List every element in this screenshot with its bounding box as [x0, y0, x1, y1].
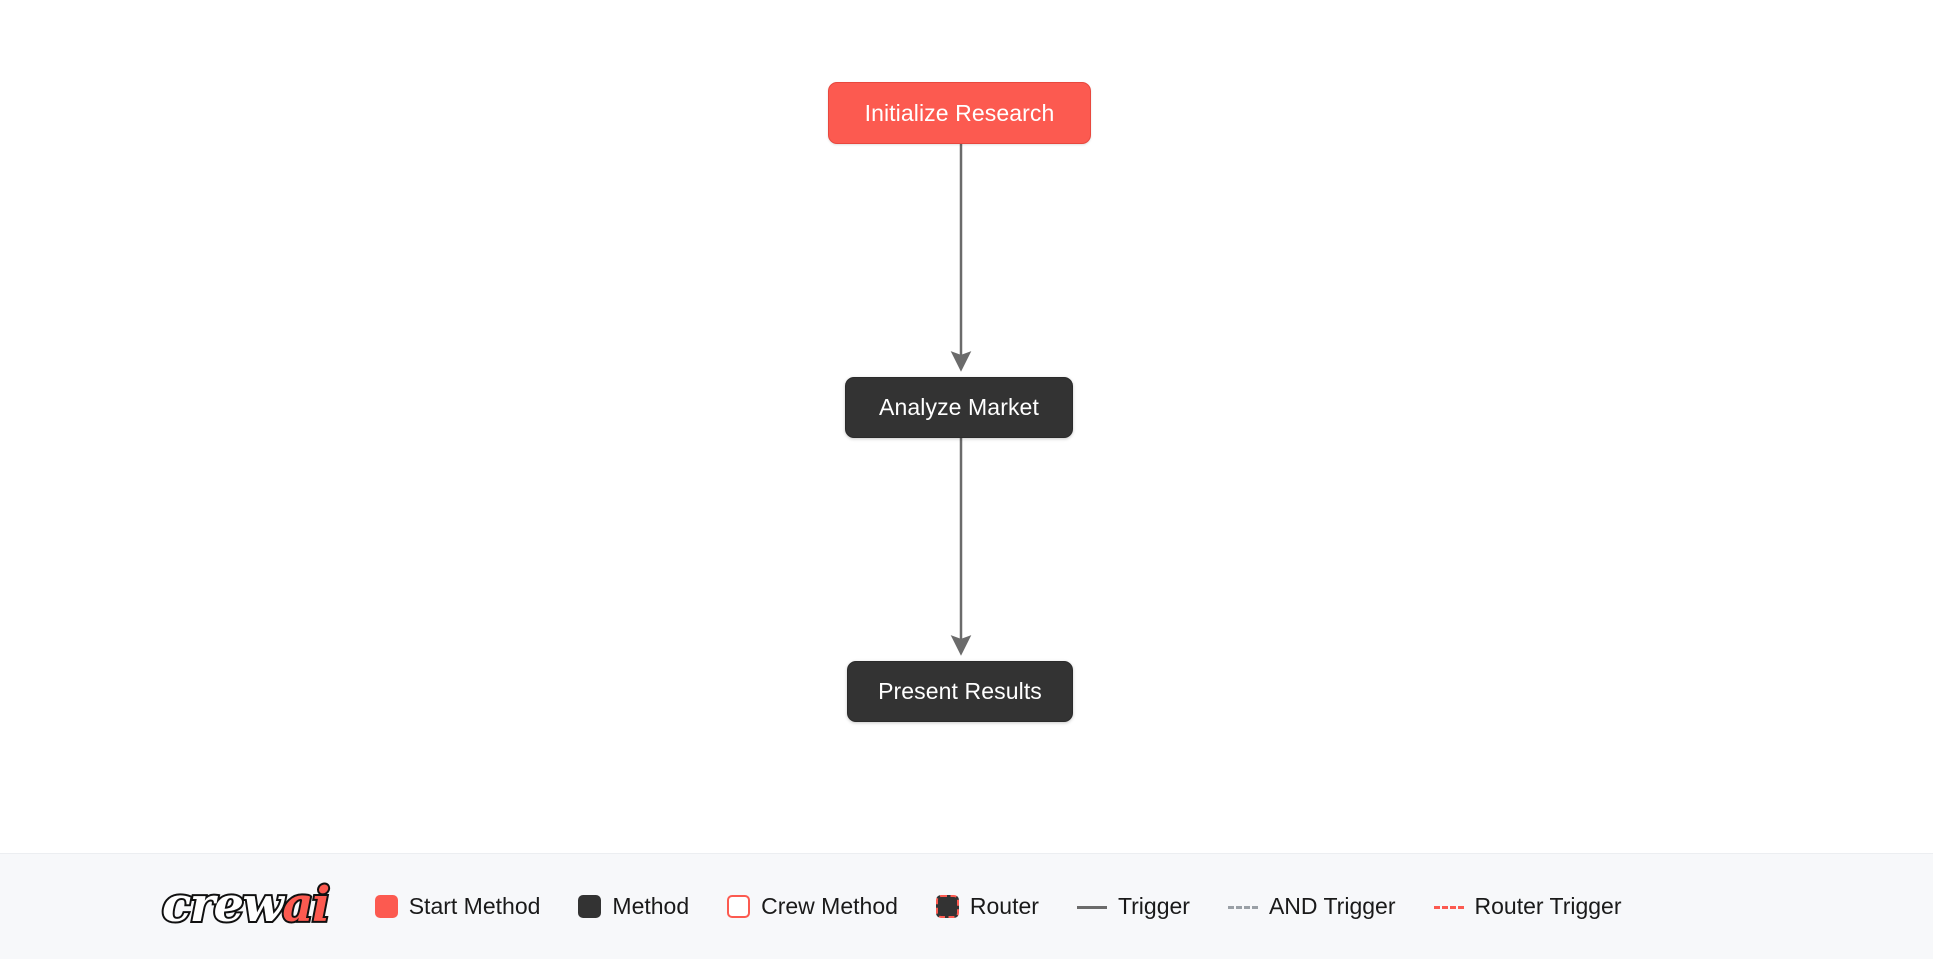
and-trigger-line-icon [1227, 906, 1258, 909]
crewai-logo: crew ai [160, 876, 332, 933]
legend-item-method: Method [578, 893, 689, 920]
legend-item-start-method: Start Method [374, 893, 541, 920]
legend-label: Router [969, 893, 1039, 919]
legend-label: Router Trigger [1474, 893, 1622, 919]
flow-node-label: Present Results [878, 678, 1042, 704]
flow-node-present-results[interactable]: Present Results [847, 661, 1073, 722]
logo-text-crew: crew [160, 876, 286, 933]
method-swatch-icon [578, 895, 602, 918]
legend-label: Method [612, 893, 690, 919]
start-method-swatch-icon [374, 895, 398, 918]
flow-node-label: Analyze Market [879, 394, 1039, 420]
legend-item-and-trigger: AND Trigger [1227, 893, 1396, 920]
logo-text-ai: ai [280, 876, 332, 933]
flow-node-analyze-market[interactable]: Analyze Market [845, 377, 1073, 438]
crew-method-swatch-icon [727, 895, 751, 918]
flow-node-initialize-research[interactable]: Initialize Research [828, 82, 1091, 144]
router-swatch-icon [935, 895, 959, 918]
legend-bar: crew ai Start Method Method Crew Method … [0, 853, 1933, 959]
legend-label: AND Trigger [1268, 893, 1396, 919]
legend-item-router-trigger: Router Trigger [1433, 893, 1622, 920]
legend-label: Trigger [1117, 893, 1190, 919]
flow-node-label: Initialize Research [864, 99, 1055, 126]
edge-layer [950, 144, 972, 656]
legend-label: Start Method [408, 893, 541, 919]
legend-label: Crew Method [761, 893, 898, 919]
trigger-line-icon [1076, 906, 1107, 909]
legend-item-trigger: Trigger [1076, 893, 1190, 920]
flow-canvas[interactable]: Initialize Research Analyze Market Prese… [0, 0, 1933, 853]
legend-item-crew-method: Crew Method [727, 893, 898, 920]
legend-item-router: Router [935, 893, 1039, 920]
router-trigger-line-icon [1433, 906, 1464, 909]
